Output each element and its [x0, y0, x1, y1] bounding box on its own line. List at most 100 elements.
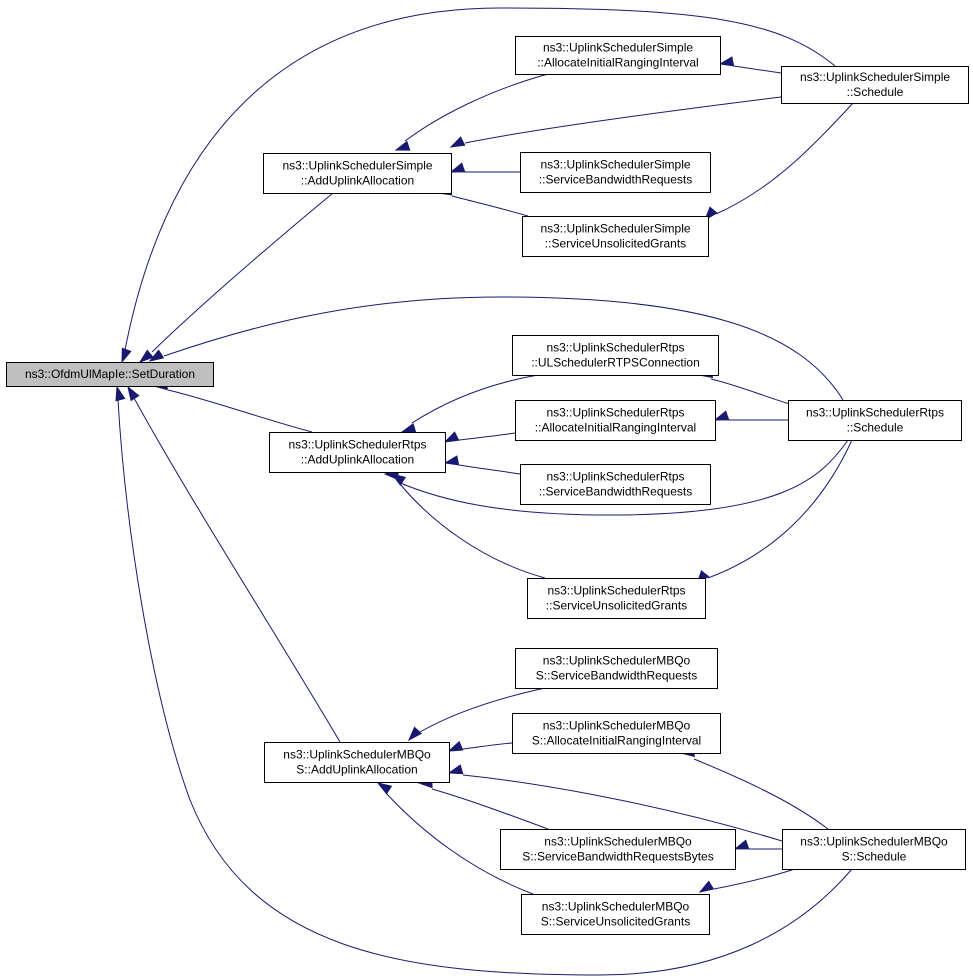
- edge-arrowhead: [390, 473, 407, 486]
- edge-arrowhead: [121, 347, 132, 364]
- node-r-ulrtps[interactable]: ns3::UplinkSchedulerRtps::ULSchedulerRTP…: [512, 335, 719, 376]
- node-s-sched[interactable]: ns3::UplinkSchedulerSimple::Schedule: [781, 66, 969, 104]
- edge-arrowhead: [443, 431, 460, 443]
- node-label-line: ns3::UplinkSchedulerRtps: [546, 406, 684, 420]
- node-label-line: ns3::UplinkSchedulerRtps: [547, 584, 685, 598]
- edge-r_sbr-to-r_add: [443, 455, 521, 475]
- edge-arrowhead: [447, 740, 464, 752]
- node-label-line: ns3::UplinkSchedulerRtps: [546, 341, 684, 355]
- node-s-air[interactable]: ns3::UplinkSchedulerSimple::AllocateInit…: [515, 36, 721, 75]
- node-label-line: S::ServiceBandwidthRequests: [536, 669, 697, 683]
- edge-line: [399, 483, 546, 579]
- edge-arrowhead: [713, 410, 730, 421]
- node-s-add[interactable]: ns3::UplinkSchedulerSimple::AddUplinkAll…: [263, 153, 452, 194]
- edge-line: [163, 296, 844, 401]
- edge-s_sched-to-s_sug: [704, 102, 854, 222]
- node-label-line: ::ULSchedulerRTPSConnection: [531, 356, 700, 370]
- node-r-sug[interactable]: ns3::UplinkSchedulerRtps::ServiceUnsolic…: [527, 578, 706, 619]
- node-m-sbrb[interactable]: ns3::UplinkSchedulerMBQoS::ServiceBandwi…: [500, 829, 736, 870]
- edge-m_sched-to-m_sug: [698, 868, 796, 893]
- node-m-sug[interactable]: ns3::UplinkSchedulerMBQoS::ServiceUnsoli…: [521, 894, 710, 935]
- edge-line: [404, 73, 549, 142]
- node-label-line: S::AddUplinkAllocation: [296, 763, 417, 777]
- edge-line: [707, 439, 853, 579]
- node-box: [269, 432, 446, 473]
- edge-line: [710, 378, 794, 406]
- node-label-line: ns3::UplinkSchedulerMBQo: [543, 719, 691, 733]
- node-label-line: ::AllocateInitialRangingInterval: [535, 421, 696, 435]
- edge-arrowhead: [733, 839, 750, 850]
- edge-arrowhead: [718, 56, 735, 67]
- node-r-sbr[interactable]: ns3::UplinkSchedulerRtps::ServiceBandwid…: [520, 464, 711, 505]
- edge-s_sched-to-s_add: [449, 96, 782, 148]
- node-label-line: S::AllocateInitialRangingInterval: [532, 734, 701, 748]
- edge-r_sched-to-r_air: [713, 410, 788, 421]
- node-box: [6, 362, 214, 387]
- edge-arrowhead: [376, 782, 393, 795]
- node-m-add[interactable]: ns3::UplinkSchedulerMBQoS::AddUplinkAllo…: [264, 742, 450, 783]
- node-box: [515, 36, 721, 75]
- edge-arrowhead: [394, 140, 411, 151]
- node-box: [521, 894, 710, 935]
- node-label-line: ns3::UplinkSchedulerMBQo: [544, 835, 692, 849]
- node-box: [781, 66, 969, 104]
- edge-line: [458, 432, 516, 441]
- node-r-air[interactable]: ns3::UplinkSchedulerRtps::AllocateInitia…: [515, 400, 716, 441]
- node-box: [520, 152, 711, 193]
- edge-line: [419, 687, 546, 733]
- node-label-line: S::ServiceBandwidthRequestsBytes: [522, 850, 713, 864]
- node-label-line: ns3::UplinkSchedulerRtps: [288, 438, 426, 452]
- node-box: [264, 742, 450, 783]
- node-label-line: ns3::UplinkSchedulerSimple: [800, 70, 950, 84]
- node-box: [515, 648, 718, 689]
- node-label-line: ::ServiceUnsolicitedGrants: [545, 237, 686, 251]
- node-s-sug[interactable]: ns3::UplinkSchedulerSimple::ServiceUnsol…: [522, 216, 709, 257]
- edge-line: [124, 7, 836, 351]
- edge-arrowhead: [127, 385, 140, 402]
- edge-arrowhead: [449, 136, 466, 148]
- node-r-sched[interactable]: ns3::UplinkSchedulerRtps::Schedule: [788, 400, 962, 441]
- node-label-line: ns3::UplinkSchedulerMBQo: [283, 748, 431, 762]
- node-r-add[interactable]: ns3::UplinkSchedulerRtps::AddUplinkAlloc…: [269, 432, 446, 473]
- node-label-line: S::ServiceUnsolicitedGrants: [541, 915, 690, 929]
- edge-arrowhead: [698, 880, 715, 893]
- node-label-line: ::AddUplinkAllocation: [301, 453, 414, 467]
- node-label-line: ns3::UplinkSchedulerSimple: [540, 158, 690, 172]
- node-label-line: ::Schedule: [847, 421, 904, 435]
- node-label-line: ns3::UplinkSchedulerSimple: [543, 41, 693, 55]
- edge-m_air-to-m_add: [447, 740, 513, 752]
- node-root[interactable]: ns3::OfdmUlMapIe::SetDuration: [6, 362, 214, 387]
- node-box: [512, 335, 719, 376]
- edge-s_sbr-to-s_add: [449, 162, 520, 173]
- edge-line: [167, 389, 313, 433]
- edge-m_sched-to-m_add: [447, 764, 783, 842]
- node-label-line: ::AddUplinkAllocation: [301, 174, 414, 188]
- edge-line: [462, 774, 783, 842]
- edge-line: [411, 374, 539, 424]
- node-label-line: ns3::UplinkSchedulerMBQo: [543, 654, 691, 668]
- node-label-line: ns3::OfdmUlMapIe::SetDuration: [25, 367, 195, 381]
- edge-arrowhead: [138, 349, 154, 363]
- node-label-line: ::ServiceBandwidthRequests: [539, 485, 692, 499]
- edge-m_add-to-root: [127, 385, 341, 743]
- node-label-line: ::AllocateInitialRangingInterval: [537, 56, 698, 70]
- edge-r_add-to-root: [152, 379, 313, 433]
- node-m-air[interactable]: ns3::UplinkSchedulerMBQoS::AllocateIniti…: [512, 713, 721, 754]
- edge-line: [733, 65, 782, 74]
- node-label-line: ns3::UplinkSchedulerMBQo: [542, 900, 690, 914]
- node-label-line: ::Schedule: [847, 85, 904, 99]
- node-m-sbr[interactable]: ns3::UplinkSchedulerMBQoS::ServiceBandwi…: [515, 648, 718, 689]
- edges-layer: [115, 7, 854, 976]
- edge-line: [397, 439, 849, 516]
- edge-m_sched-to-root: [115, 385, 853, 976]
- edge-r_sug-to-r_add: [390, 473, 546, 579]
- edge-line: [151, 192, 334, 353]
- node-label-line: ns3::UplinkSchedulerRtps: [546, 470, 684, 484]
- edge-s_sched-to-s_air: [718, 56, 782, 74]
- node-box: [522, 216, 709, 257]
- node-s-sbr[interactable]: ns3::UplinkSchedulerSimple::ServiceBandw…: [520, 152, 711, 193]
- nodes-layer: ns3::OfdmUlMapIe::SetDurationns3::Uplink…: [6, 36, 969, 935]
- node-label-line: S::Schedule: [842, 850, 907, 864]
